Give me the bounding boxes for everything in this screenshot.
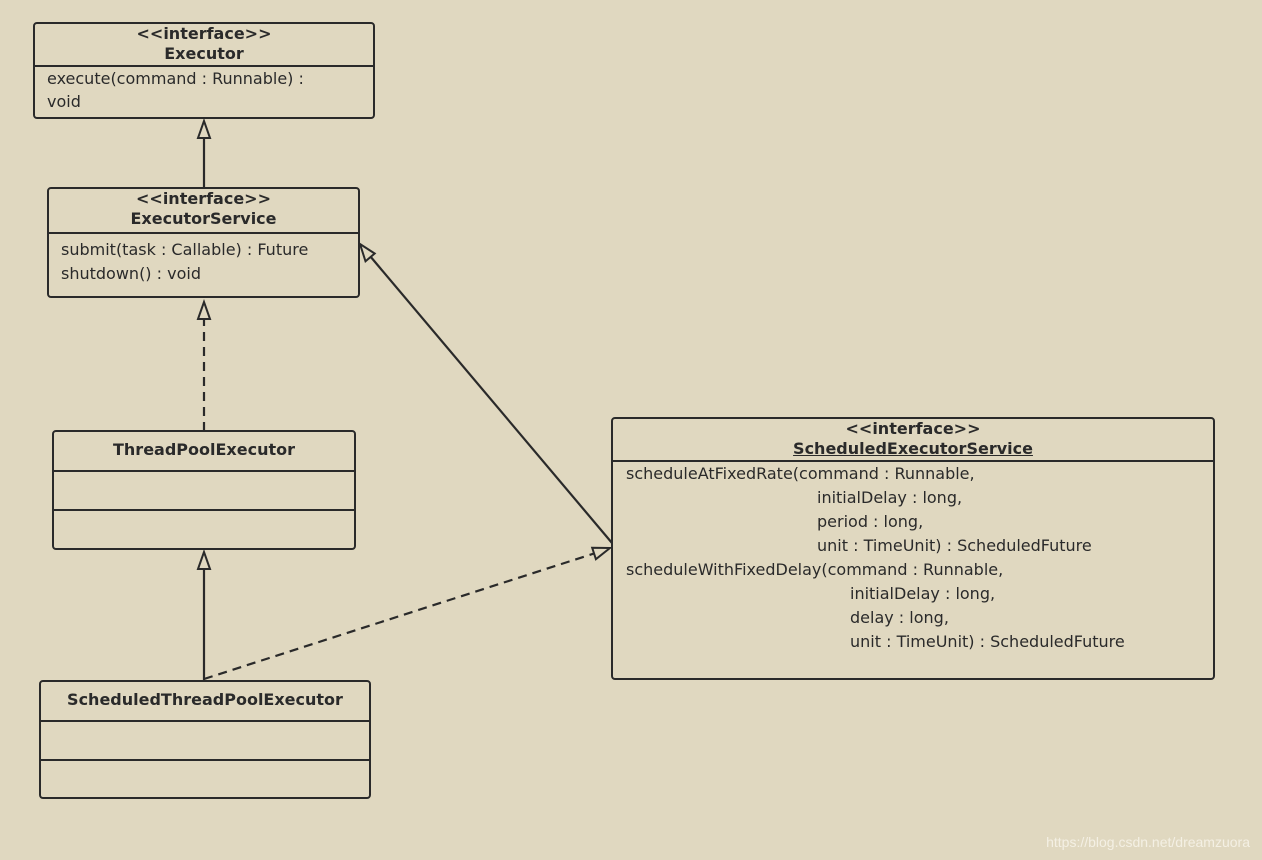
scheduledexecutorservice-method: scheduleWithFixedDelay(command : Runnabl… — [626, 560, 1004, 579]
executor-arrowhead — [196, 117, 212, 139]
class-scheduledexecutorservice-header: <<interface>> ScheduledExecutorService — [613, 419, 1213, 462]
threadpoolexecutor-operations — [54, 511, 354, 548]
scheduledexecutorservice-method-param: period : long, — [817, 512, 924, 531]
watermark-text: https://blog.csdn.net/dreamzuora — [1046, 834, 1250, 850]
scheduledthreadpoolexecutor-name: ScheduledThreadPoolExecutor — [67, 690, 343, 709]
class-scheduledthreadpoolexecutor-header: ScheduledThreadPoolExecutor — [41, 682, 369, 722]
scheduledexecutorservice-method-param: initialDelay : long, — [850, 584, 996, 603]
scheduledexecutorservice-methods: scheduleAtFixedRate(command : Runnable, … — [613, 462, 1213, 654]
scheduledexecutorservice-extends-executorservice-line — [369, 255, 613, 544]
scheduledexecutorservice-method-param: initialDelay : long, — [817, 488, 963, 507]
scheduledexecutorservice-method-param: unit : TimeUnit) : ScheduledFuture — [817, 536, 1092, 555]
scheduledthreadpoolexecutor-attributes — [41, 722, 369, 761]
executor-method: void — [47, 92, 81, 111]
executorservice-arrowhead-dashed — [196, 298, 212, 320]
scheduledexecutorservice-method: scheduleAtFixedRate(command : Runnable, — [626, 464, 975, 483]
scheduledexecutorservice-method-param: unit : TimeUnit) : ScheduledFuture — [850, 632, 1125, 651]
executor-methods: execute(command : Runnable) : void — [35, 67, 373, 113]
executorservice-name: ExecutorService — [130, 209, 277, 228]
executor-name: Executor — [164, 44, 244, 63]
class-threadpoolexecutor: ThreadPoolExecutor — [52, 430, 356, 550]
class-executor: <<interface>> Executor execute(command :… — [33, 22, 375, 119]
executor-stereotype: <<interface>> — [136, 24, 272, 43]
executorservice-arrowhead-solid — [358, 241, 377, 264]
scheduledexecutorservice-arrowhead — [590, 546, 613, 561]
threadpoolexecutor-attributes — [54, 472, 354, 511]
executorservice-method: submit(task : Callable) : Future — [61, 240, 309, 259]
threadpoolexecutor-name: ThreadPoolExecutor — [113, 440, 295, 459]
executorservice-stereotype: <<interface>> — [136, 189, 271, 208]
executor-method: execute(command : Runnable) : — [47, 69, 304, 88]
scheduledthreadpoolexecutor-implements-scheduledexecutorservice-line — [203, 552, 595, 681]
class-executorservice: <<interface>> ExecutorService submit(tas… — [47, 187, 360, 298]
class-executor-header: <<interface>> Executor — [35, 24, 373, 67]
executorservice-method: shutdown() : void — [61, 264, 201, 283]
class-scheduledexecutorservice: <<interface>> ScheduledExecutorService s… — [611, 417, 1215, 680]
class-scheduledthreadpoolexecutor: ScheduledThreadPoolExecutor — [39, 680, 371, 799]
executorservice-methods: submit(task : Callable) : Future shutdow… — [49, 234, 358, 290]
scheduledexecutorservice-stereotype: <<interface>> — [845, 419, 981, 438]
scheduledexecutorservice-method-param: delay : long, — [850, 608, 949, 627]
class-executorservice-header: <<interface>> ExecutorService — [49, 189, 358, 234]
threadpoolexecutor-arrowhead — [196, 548, 212, 570]
class-threadpoolexecutor-header: ThreadPoolExecutor — [54, 432, 354, 472]
scheduledthreadpoolexecutor-operations — [41, 761, 369, 797]
scheduledexecutorservice-name: ScheduledExecutorService — [793, 439, 1033, 458]
